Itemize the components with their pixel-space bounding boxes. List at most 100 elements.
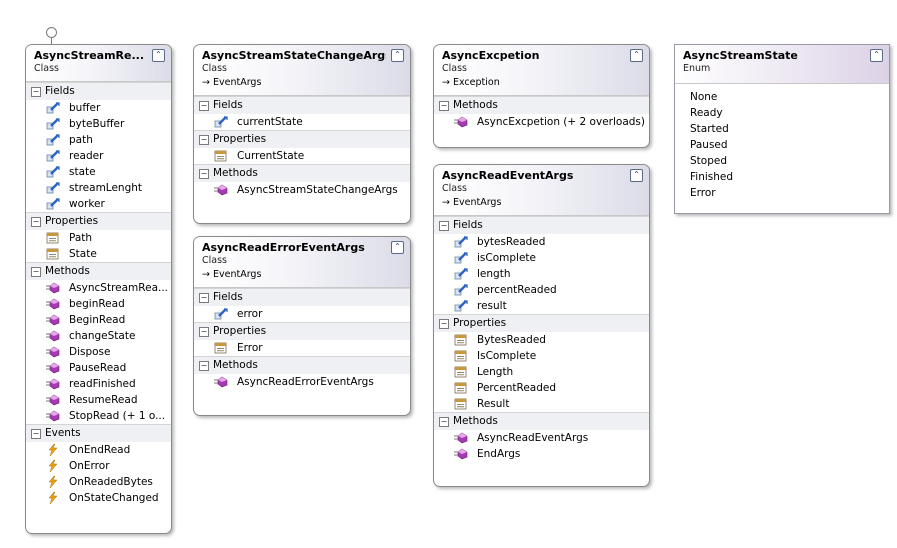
enum-header: AsyncStreamState Enum ⌃ <box>675 45 889 84</box>
properties-list: Error <box>194 340 410 356</box>
property-item-bytesreaded[interactable]: BytesReaded <box>434 332 649 348</box>
section-toggle-icon[interactable]: − <box>199 135 209 145</box>
field-item-bytesreaded[interactable]: bytesReaded <box>434 234 649 250</box>
field-item-worker[interactable]: worker <box>26 196 171 212</box>
collapse-icon[interactable]: ⌃ <box>152 49 165 62</box>
enum-value-error[interactable]: Error <box>690 187 716 199</box>
field-item-streamlenght[interactable]: streamLenght <box>26 180 171 196</box>
section-toggle-icon[interactable]: − <box>439 101 449 111</box>
field-item-currentstate[interactable]: currentState <box>194 114 410 130</box>
section-toggle-icon[interactable]: − <box>439 417 449 427</box>
section-toggle-icon[interactable]: − <box>31 429 41 439</box>
method-item-dispose[interactable]: Dispose <box>26 344 171 360</box>
collapse-icon[interactable]: ⌃ <box>630 169 643 182</box>
enum-value-started[interactable]: Started <box>690 123 729 135</box>
enum-value-paused[interactable]: Paused <box>690 139 728 151</box>
property-item-iscomplete[interactable]: IsComplete <box>434 348 649 364</box>
section-fields[interactable]: − Fields <box>194 288 410 306</box>
section-toggle-icon[interactable]: − <box>31 267 41 277</box>
event-item-onstatechanged[interactable]: OnStateChanged <box>26 490 171 506</box>
method-item-resumeread[interactable]: ResumeRead <box>26 392 171 408</box>
field-item-iscomplete[interactable]: isComplete <box>434 250 649 266</box>
enum-value-ready[interactable]: Ready <box>690 107 723 119</box>
collapse-icon[interactable]: ⌃ <box>630 49 643 62</box>
property-item-result[interactable]: Result <box>434 396 649 412</box>
event-item-onerror[interactable]: OnError <box>26 458 171 474</box>
field-item-bytebuffer[interactable]: byteBuffer <box>26 116 171 132</box>
collapse-icon[interactable]: ⌃ <box>870 49 883 62</box>
field-item-percentreaded[interactable]: percentReaded <box>434 282 649 298</box>
property-item-path[interactable]: Path <box>26 230 171 246</box>
field-item-reader[interactable]: reader <box>26 148 171 164</box>
method-item-pauseread[interactable]: PauseRead <box>26 360 171 376</box>
method-item-stopread-1-o[interactable]: StopRead (+ 1 o... <box>26 408 171 424</box>
section-fields[interactable]: − Fields <box>194 96 410 114</box>
method-item-readfinished[interactable]: readFinished <box>26 376 171 392</box>
enum-value-finished[interactable]: Finished <box>690 171 734 183</box>
field-item-error[interactable]: error <box>194 306 410 322</box>
section-toggle-icon[interactable]: − <box>199 293 209 303</box>
section-label: Fields <box>213 99 243 111</box>
class-shape-async-stream-reader[interactable]: AsyncStreamRe... Class ⌃ − Fields buffer… <box>25 44 172 534</box>
section-fields[interactable]: − Fields <box>26 82 171 100</box>
section-toggle-icon[interactable]: − <box>439 319 449 329</box>
property-item-currentstate[interactable]: CurrentState <box>194 148 410 164</box>
section-events[interactable]: − Events <box>26 424 171 442</box>
method-icon <box>46 346 60 358</box>
section-methods[interactable]: − Methods <box>434 96 649 114</box>
section-methods[interactable]: − Methods <box>434 412 649 430</box>
method-item-endargs[interactable]: EndArgs <box>434 446 649 462</box>
property-item-percentreaded[interactable]: PercentReaded <box>434 380 649 396</box>
section-toggle-icon[interactable]: − <box>31 217 41 227</box>
field-item-result[interactable]: result <box>434 298 649 314</box>
method-label: BeginRead <box>69 314 126 326</box>
method-item-asyncstreamstatechangeargs[interactable]: AsyncStreamStateChangeArgs <box>194 182 410 198</box>
property-item-error[interactable]: Error <box>194 340 410 356</box>
section-toggle-icon[interactable]: − <box>199 101 209 111</box>
section-methods[interactable]: − Methods <box>194 164 410 182</box>
section-properties[interactable]: − Properties <box>434 314 649 332</box>
event-item-onendread[interactable]: OnEndRead <box>26 442 171 458</box>
method-item-asyncreadeventargs[interactable]: AsyncReadEventArgs <box>434 430 649 446</box>
field-item-length[interactable]: length <box>434 266 649 282</box>
collapse-icon[interactable]: ⌃ <box>391 241 404 254</box>
class-shape-async-read-event-args[interactable]: AsyncReadEventArgs Class → EventArgs ⌃ −… <box>433 164 650 487</box>
class-title: AsyncExcpetion <box>442 49 540 62</box>
property-label: CurrentState <box>237 150 305 162</box>
class-shape-async-read-error-event-args[interactable]: AsyncReadErrorEventArgs Class → EventArg… <box>193 236 411 416</box>
method-item-beginread[interactable]: BeginRead <box>26 312 171 328</box>
section-methods[interactable]: − Methods <box>26 262 171 280</box>
method-item-asyncreaderroreventargs[interactable]: AsyncReadErrorEventArgs <box>194 374 410 390</box>
section-properties[interactable]: − Properties <box>194 322 410 340</box>
method-item-asyncstreamrea[interactable]: AsyncStreamRea... <box>26 280 171 296</box>
method-item-changestate[interactable]: changeState <box>26 328 171 344</box>
section-toggle-icon[interactable]: − <box>199 327 209 337</box>
enum-value-stoped[interactable]: Stoped <box>690 155 727 167</box>
property-item-state[interactable]: State <box>26 246 171 262</box>
event-item-onreadedbytes[interactable]: OnReadedBytes <box>26 474 171 490</box>
section-fields[interactable]: − Fields <box>434 216 649 234</box>
field-item-path[interactable]: path <box>26 132 171 148</box>
field-icon <box>454 300 468 312</box>
section-toggle-icon[interactable]: − <box>199 361 209 371</box>
class-shape-async-stream-state-change-args[interactable]: AsyncStreamStateChangeArgs Class → Event… <box>193 44 411 224</box>
section-toggle-icon[interactable]: − <box>439 221 449 231</box>
method-item-asyncexcpetion-2-overloads[interactable]: AsyncExcpetion (+ 2 overloads) <box>434 114 649 130</box>
property-item-length[interactable]: Length <box>434 364 649 380</box>
method-item-beginread[interactable]: beginRead <box>26 296 171 312</box>
field-item-buffer[interactable]: buffer <box>26 100 171 116</box>
section-properties[interactable]: − Properties <box>194 130 410 148</box>
class-shape-async-excpetion[interactable]: AsyncExcpetion Class → Exception ⌃ − Met… <box>433 44 650 148</box>
method-icon <box>214 376 228 388</box>
section-toggle-icon[interactable]: − <box>199 169 209 179</box>
section-toggle-icon[interactable]: − <box>31 87 41 97</box>
section-label: Fields <box>213 291 243 303</box>
methods-list: AsyncExcpetion (+ 2 overloads) <box>434 114 649 130</box>
field-item-state[interactable]: state <box>26 164 171 180</box>
section-methods[interactable]: − Methods <box>194 356 410 374</box>
enum-stereotype: Enum <box>683 63 711 74</box>
enum-value-none[interactable]: None <box>690 91 718 103</box>
collapse-icon[interactable]: ⌃ <box>391 49 404 62</box>
section-properties[interactable]: − Properties <box>26 212 171 230</box>
